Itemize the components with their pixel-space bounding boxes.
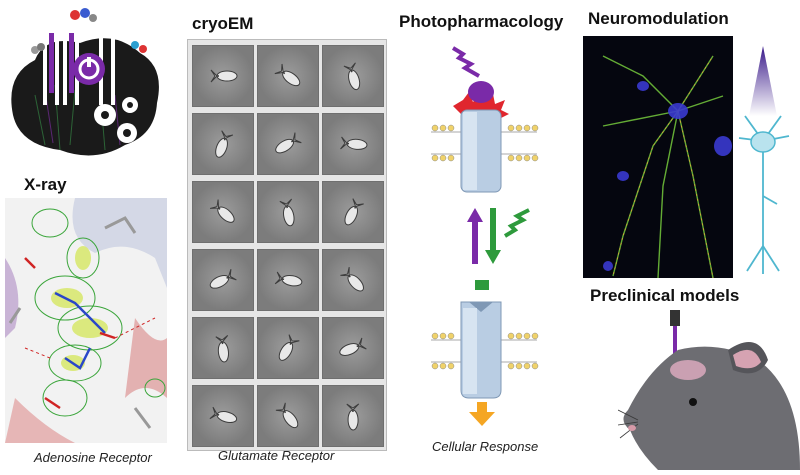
cryoem-class-average bbox=[257, 317, 319, 379]
cryoem-class-average bbox=[322, 249, 384, 311]
neuron-microscopy-image bbox=[583, 36, 733, 278]
cryoem-class-average bbox=[322, 45, 384, 107]
cryoem-class-average bbox=[192, 45, 254, 107]
photoswitch-diagram bbox=[425, 40, 545, 435]
cryoem-class-average bbox=[192, 249, 254, 311]
xray-title: X-ray bbox=[24, 175, 67, 194]
mouse-optogenetics-illustration bbox=[618, 310, 800, 470]
cryoem-class-average bbox=[322, 385, 384, 447]
cryoem-class-average bbox=[192, 113, 254, 175]
cryoem-class-average bbox=[257, 385, 319, 447]
xray-density-map bbox=[5, 198, 167, 443]
cryoem-class-average bbox=[322, 113, 384, 175]
brain-receptor-illustration bbox=[5, 5, 165, 165]
cryoem-class-average bbox=[257, 45, 319, 107]
cryoem-class-average bbox=[192, 385, 254, 447]
cryoem-class-average bbox=[192, 181, 254, 243]
neuromodulation-title: Neuromodulation bbox=[588, 9, 729, 28]
cryoem-class-average bbox=[322, 181, 384, 243]
neuron-light-illustration bbox=[733, 46, 795, 278]
cryoem-title: cryoEM bbox=[192, 14, 254, 33]
cryoem-class-average-grid bbox=[187, 39, 387, 451]
adenosine-receptor-caption: Adenosine Receptor bbox=[34, 450, 152, 465]
cellular-response-caption: Cellular Response bbox=[432, 439, 539, 454]
cryoem-class-average bbox=[257, 113, 319, 175]
cryoem-class-average bbox=[192, 317, 254, 379]
photopharmacology-title: Photopharmacology bbox=[399, 12, 564, 31]
glutamate-receptor-caption: Glutamate Receptor bbox=[218, 448, 335, 463]
cryoem-class-average bbox=[257, 181, 319, 243]
preclinical-models-title: Preclinical models bbox=[590, 286, 740, 305]
cryoem-class-average bbox=[257, 249, 319, 311]
cryoem-class-average bbox=[322, 317, 384, 379]
